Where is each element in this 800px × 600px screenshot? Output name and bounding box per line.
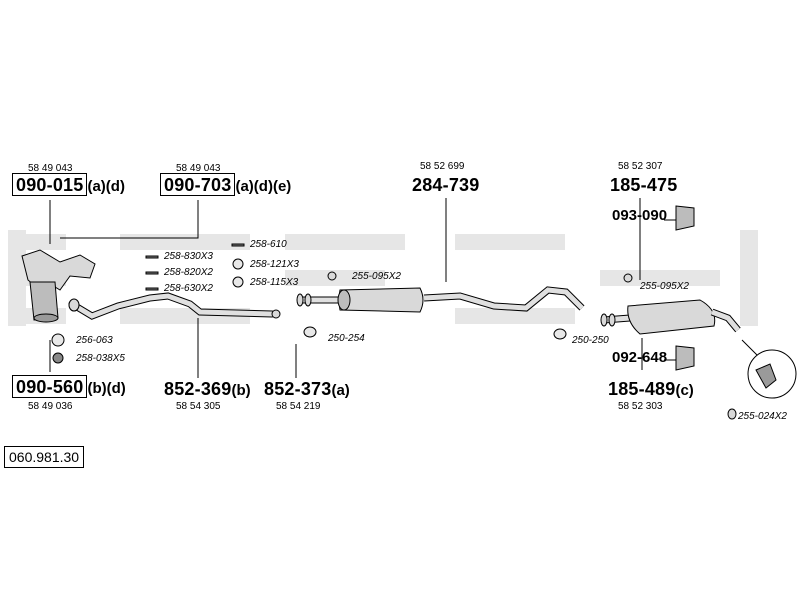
part-suffix: (a): [331, 382, 350, 399]
small-part-label[interactable]: 255-095X2: [640, 281, 689, 292]
part-label-852-369[interactable]: 852-369(b): [164, 380, 251, 399]
part-number[interactable]: 185-475: [610, 175, 678, 195]
rear-silencer-assembly: [553, 273, 741, 340]
small-part-label[interactable]: 250-250: [572, 335, 609, 346]
part-suffix: (a)(d)(e): [235, 178, 292, 195]
part-label-090-703[interactable]: 090-703(a)(d)(e): [160, 173, 292, 196]
part-suffix: (a)(d): [87, 178, 125, 195]
small-part-label[interactable]: 250-254: [328, 333, 365, 344]
small-part-label[interactable]: 258-610: [250, 239, 287, 250]
part-label-185-489[interactable]: 185-489(c): [608, 380, 694, 399]
small-part-label[interactable]: 258-630X2: [164, 283, 213, 294]
oe-number: 58 54 219: [276, 401, 321, 412]
detail-magnifier: [727, 339, 797, 420]
oe-number: 58 54 305: [176, 401, 221, 412]
rubber-hanger-icons: [675, 205, 695, 371]
exhaust-manifold-catalyst: [21, 249, 96, 323]
part-label-090-560[interactable]: 090-560(b)(d): [12, 375, 126, 398]
small-part-label[interactable]: 258-115X3: [250, 277, 299, 288]
part-label-090-015[interactable]: 090-015(a)(d): [12, 173, 125, 196]
bolt-icons: [145, 243, 245, 291]
part-number[interactable]: 090-015: [12, 173, 88, 196]
part-number[interactable]: 852-373: [264, 379, 332, 399]
part-number[interactable]: 284-739: [412, 175, 480, 195]
part-number[interactable]: 852-369: [164, 379, 232, 399]
oe-number: 58 52 699: [420, 161, 465, 172]
part-number[interactable]: 185-489: [608, 379, 676, 399]
part-suffix: (b): [231, 382, 251, 399]
oe-number: 58 52 307: [618, 161, 663, 172]
leader-line: [60, 200, 199, 239]
part-suffix: (b)(d): [87, 380, 126, 397]
middle-silencer-assembly: [296, 271, 585, 338]
diagram-id-label: 060.981.30: [4, 446, 85, 468]
small-part-label[interactable]: 258-820X2: [164, 267, 213, 278]
part-suffix: (c): [675, 382, 694, 399]
oe-number: 58 52 303: [618, 401, 663, 412]
small-part-label[interactable]: 256-063: [76, 335, 113, 346]
part-label-852-373[interactable]: 852-373(a): [264, 380, 350, 399]
part-number[interactable]: 090-703: [160, 173, 236, 196]
small-part-label[interactable]: 258-038X5: [76, 353, 125, 364]
part-number[interactable]: 093-090: [612, 207, 668, 224]
small-part-label[interactable]: 258-830X3: [164, 251, 213, 262]
oe-number: 58 49 043: [28, 163, 73, 174]
small-part-label[interactable]: 258-121X3: [250, 259, 299, 270]
oe-number: 58 49 043: [176, 163, 221, 174]
small-part-label[interactable]: 255-095X2: [352, 271, 401, 282]
front-pipe: [68, 292, 281, 320]
oe-number: 58 49 036: [28, 401, 73, 412]
small-part-label[interactable]: 255-024X2: [738, 411, 787, 422]
part-number[interactable]: 090-560: [12, 375, 88, 398]
part-number[interactable]: 092-648: [612, 349, 668, 366]
ring-icons: [51, 258, 244, 364]
